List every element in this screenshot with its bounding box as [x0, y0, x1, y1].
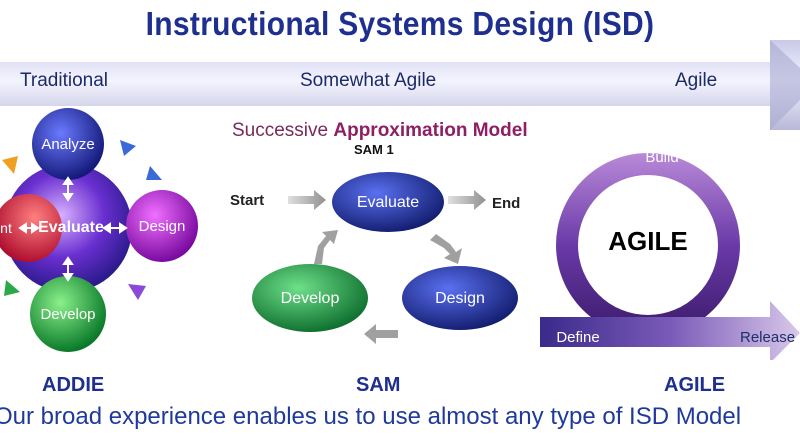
agile-loop [540, 153, 800, 360]
agile-define-label: Define [556, 328, 600, 346]
agile-release-label: Release [740, 328, 796, 346]
addie-implement-partial: nt [0, 220, 12, 236]
addie-design: Design [138, 217, 186, 235]
footer-tagline: Our broad experience enables us to use a… [0, 403, 742, 430]
sam-caption: SAM [356, 374, 401, 396]
scale-label-agile: Agile [675, 70, 718, 91]
sam-title-prefix: Successive [232, 120, 334, 141]
sam-cycle [252, 172, 518, 344]
scale-label-traditional: Traditional [20, 70, 109, 91]
sam-develop: Develop [280, 290, 340, 307]
sam-start-label: Start [230, 192, 265, 209]
addie-caption: ADDIE [42, 374, 105, 396]
agile-build-label: Build [645, 148, 679, 166]
addie-evaluate: Evaluate [38, 219, 104, 236]
scale-label-somewhat-agile: Somewhat Agile [300, 70, 437, 91]
sam-title: Successive Approximation Model [232, 120, 528, 142]
agile-caption: AGILE [664, 374, 726, 396]
isd-scale-arrow [0, 40, 800, 130]
addie-develop: Develop [40, 305, 96, 323]
sam-title-bold: Approximation Model [333, 120, 528, 141]
page-title: Instructional Systems Design (ISD) [145, 5, 655, 43]
sam-end-label: End [492, 195, 521, 212]
sam-subtitle: SAM 1 [354, 142, 394, 157]
addie-analyze: Analyze [41, 135, 95, 153]
sam-design: Design [435, 290, 485, 307]
agile-center-label: AGILE [608, 225, 688, 256]
sam-evaluate: Evaluate [356, 194, 420, 211]
addie-arrows [0, 108, 198, 352]
addie-diagram: Analyze Design Develop Evaluate nt [0, 100, 220, 400]
